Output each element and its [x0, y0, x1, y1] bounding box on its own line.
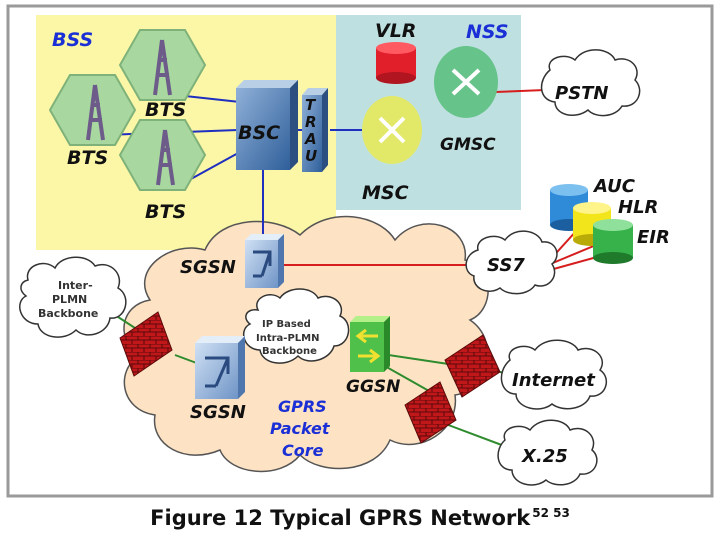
- sgsn-bottom-label: SGSN: [190, 402, 246, 423]
- bsc-label: BSC: [238, 122, 280, 144]
- firewall-x25-icon: [404, 381, 457, 444]
- x25-cloud: [497, 419, 598, 486]
- x25-label: X.25: [521, 446, 568, 467]
- gmsc-switch-icon: [434, 46, 498, 118]
- caption-refs: 52 53: [532, 506, 570, 520]
- bts-hex-top: [118, 29, 207, 101]
- antenna-icon: [86, 84, 105, 141]
- bts-bottom-label: BTS: [145, 201, 186, 223]
- eir-label: EIR: [637, 227, 670, 248]
- trau-box: [302, 88, 328, 172]
- sgsn-top-router-icon: [245, 234, 284, 288]
- gprs-core-line-3: Core: [282, 441, 324, 460]
- inter-plmn-cloud: [19, 256, 127, 338]
- bts-hex-left: [48, 74, 137, 146]
- caption-text: Figure 12 Typical GPRS Network: [150, 506, 531, 530]
- ggsn-router-icon: [350, 316, 390, 372]
- vlr-database-icon: [376, 42, 416, 84]
- ss7-label: SS7: [487, 255, 525, 276]
- eir-database-icon: [593, 219, 633, 264]
- sgsn-bottom-router-icon: [195, 336, 245, 399]
- bss-label: BSS: [52, 29, 93, 51]
- hlr-label: HLR: [618, 197, 658, 218]
- trau-label: T R A U: [304, 96, 317, 165]
- trau-letter-a: A: [304, 130, 317, 148]
- trau-letter-u: U: [305, 147, 317, 165]
- auc-label: AUC: [592, 176, 636, 197]
- pstn-label: PSTN: [555, 83, 609, 104]
- firewall-internet-icon: [444, 334, 501, 398]
- firewall-left-icon: [119, 311, 173, 377]
- bts-left-label: BTS: [67, 147, 108, 169]
- inter-plmn-label: Inter- PLMN Backbone: [38, 279, 98, 320]
- intra-plmn-line-3: Backbone: [262, 346, 317, 357]
- inter-plmn-line-2: PLMN: [52, 293, 87, 306]
- intra-plmn-label: IP Based Intra-PLMN Backbone: [256, 319, 319, 357]
- msc-switch-icon: [362, 96, 422, 164]
- msc-label: MSC: [362, 182, 409, 204]
- sgsn-top-label: SGSN: [180, 257, 236, 278]
- intra-plmn-line-1: IP Based: [262, 319, 311, 330]
- trau-letter-r: R: [305, 113, 317, 131]
- antenna-icon: [156, 129, 175, 186]
- internet-cloud: [500, 339, 608, 410]
- gprs-core-line-2: Packet: [270, 419, 331, 438]
- bsc-box: [236, 80, 298, 170]
- gmsc-label: GMSC: [440, 135, 496, 155]
- trau-letter-t: T: [305, 96, 317, 114]
- intra-plmn-cloud: [242, 288, 350, 364]
- intra-plmn-line-2: Intra-PLMN: [256, 333, 319, 344]
- inter-plmn-line-3: Backbone: [38, 307, 98, 320]
- gprs-core-label: GPRS Packet Core: [270, 397, 331, 460]
- pstn-cloud: [540, 49, 641, 117]
- nss-region: [336, 15, 521, 210]
- inter-plmn-line-1: Inter-: [58, 279, 93, 292]
- antenna-icon: [153, 39, 172, 96]
- nss-label: NSS: [466, 21, 509, 43]
- bts-hex-bottom: [118, 119, 207, 191]
- internet-label: Internet: [512, 370, 596, 391]
- vlr-label: VLR: [375, 20, 416, 42]
- gprs-core-line-1: GPRS: [278, 397, 327, 416]
- ss7-cloud: [465, 230, 558, 295]
- ggsn-label: GGSN: [346, 377, 400, 397]
- bts-top-label: BTS: [145, 99, 186, 121]
